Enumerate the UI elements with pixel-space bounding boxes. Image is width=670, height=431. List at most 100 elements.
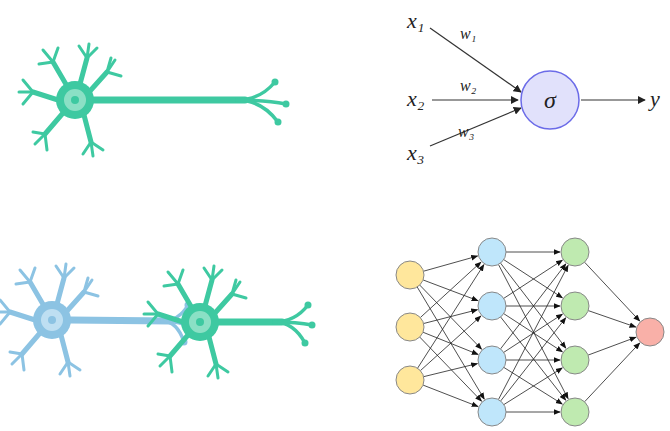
network-unit	[396, 313, 424, 341]
drawing-part	[232, 294, 246, 298]
drawing-part	[23, 92, 33, 104]
drawing-part	[274, 305, 308, 322]
network-unit	[561, 292, 589, 320]
network-unit	[478, 292, 506, 320]
network-connection	[420, 262, 481, 317]
network-unit	[478, 398, 506, 426]
drawing-part	[216, 364, 218, 378]
drawing-part	[70, 320, 170, 321]
drawing-part	[84, 278, 88, 292]
drawing-part	[64, 264, 66, 278]
input-label: x₃	[407, 142, 424, 164]
drawing-part	[178, 270, 183, 284]
drawing-part	[33, 92, 58, 100]
drawing-part	[35, 134, 45, 144]
drawing-part	[189, 311, 211, 333]
drawing-part	[43, 50, 53, 62]
drawing-part	[57, 278, 64, 304]
drawing-part	[196, 318, 204, 326]
drawing-part	[33, 301, 71, 339]
network-connection	[498, 264, 568, 398]
drawing-part	[237, 82, 275, 100]
network-unit	[561, 346, 589, 374]
network-connection	[420, 337, 482, 401]
neuron-soma	[19, 44, 121, 156]
input-label: x₁	[407, 10, 424, 32]
network-unit	[561, 398, 589, 426]
network-connection	[420, 316, 480, 371]
drawing-part	[64, 89, 86, 111]
network-connection	[504, 368, 562, 405]
drawing-part	[170, 356, 172, 372]
network-connection	[585, 343, 640, 402]
drawing-part	[71, 96, 79, 104]
perceptron-inputs	[430, 28, 645, 146]
drawing-part	[53, 48, 58, 62]
drawing-part	[305, 302, 312, 309]
drawing-part	[10, 312, 35, 320]
drawing-part	[84, 115, 91, 142]
network-connection	[418, 265, 484, 369]
output-label: y	[650, 88, 660, 110]
neuron-axon	[215, 302, 316, 347]
drawing-part	[22, 354, 24, 370]
network-unit	[396, 366, 424, 394]
network-connection	[588, 337, 636, 355]
drawing-part	[45, 113, 63, 134]
network-connection	[423, 385, 478, 406]
drawing-part	[91, 142, 93, 156]
network-connection	[423, 256, 477, 271]
neuron-circle: σ	[520, 70, 580, 130]
input-line	[430, 108, 521, 146]
drawing-part	[0, 300, 10, 312]
drawing-part	[178, 284, 192, 308]
drawing-part	[148, 314, 158, 326]
neuron-soma	[0, 264, 98, 376]
drawing-part	[209, 337, 216, 364]
drawing-part	[68, 362, 70, 376]
drawing-part	[87, 44, 89, 58]
network-connection	[501, 264, 566, 349]
drawing-part	[302, 340, 309, 347]
drawing-part	[212, 266, 214, 280]
network-connection	[424, 364, 478, 377]
drawing-part	[275, 119, 282, 126]
activation-symbol: σ	[544, 87, 556, 114]
drawing-part	[90, 72, 107, 91]
drawing-part	[160, 356, 170, 366]
output-line	[581, 99, 645, 100]
drawing-part	[92, 97, 245, 104]
neuron-axon	[70, 302, 196, 346]
network-connection	[417, 287, 484, 399]
weight-label: w₁	[460, 26, 476, 42]
drawing-part	[162, 321, 184, 342]
drawing-part	[67, 292, 84, 311]
drawing-part	[30, 282, 44, 306]
input-line	[432, 99, 518, 100]
drawing-part	[48, 316, 56, 324]
network-connection	[501, 263, 566, 348]
network-connection	[498, 265, 568, 399]
drawing-part	[22, 333, 40, 354]
network-connection	[506, 252, 560, 253]
drawing-part	[170, 335, 188, 356]
drawing-part	[309, 322, 316, 329]
circle-shape	[521, 71, 579, 129]
drawing-part	[20, 270, 30, 282]
drawing-part	[80, 58, 87, 84]
drawing-part	[107, 72, 121, 76]
network-illustration	[396, 238, 664, 426]
drawing-part	[144, 313, 158, 316]
drawing-part	[107, 58, 111, 72]
drawing-part	[272, 79, 279, 86]
drawing-part	[181, 303, 219, 341]
network-connection	[588, 311, 636, 328]
network-unit	[478, 346, 506, 374]
drawing-part	[237, 100, 278, 122]
neuron-illustration	[0, 44, 316, 378]
drawing-part	[61, 335, 68, 362]
weight-label: w₂	[460, 78, 476, 94]
drawing-part	[84, 292, 98, 296]
drawing-part	[30, 268, 35, 282]
